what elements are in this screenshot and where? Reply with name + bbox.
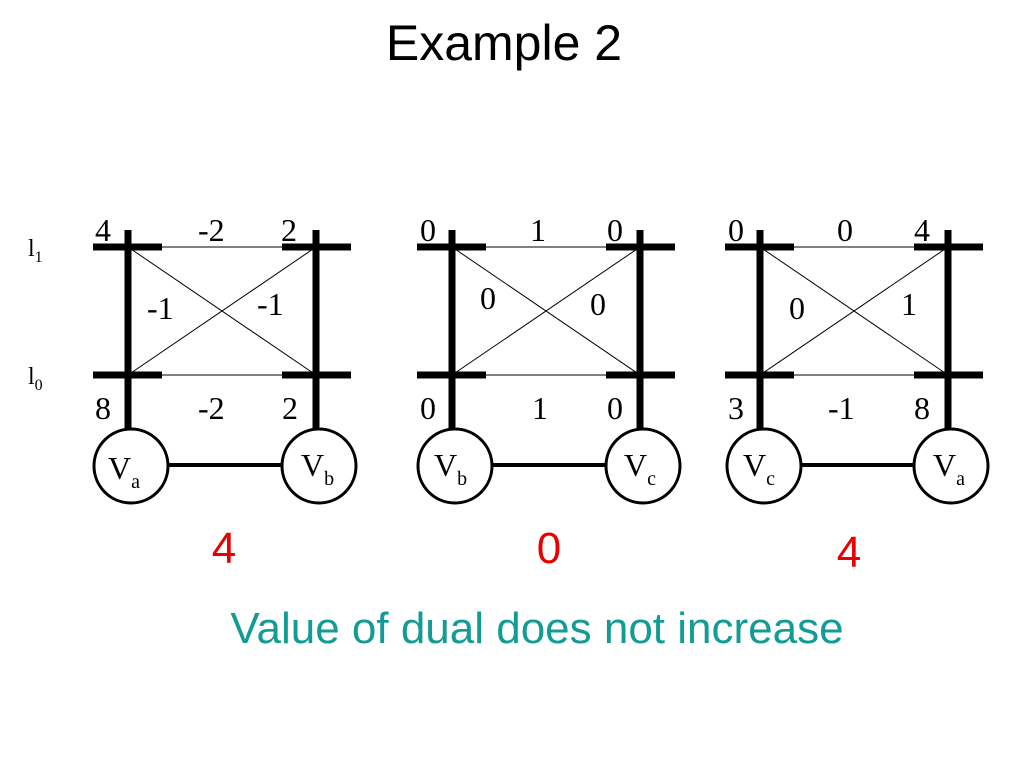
node-right-label: Vc	[624, 447, 656, 490]
node-right	[604, 427, 682, 505]
bottom-left-value: 3	[728, 390, 744, 426]
slide-title: Example 2	[385, 15, 623, 71]
node-left	[725, 427, 803, 505]
bottom-left-value: 8	[95, 390, 111, 426]
node-left	[92, 427, 170, 505]
diag-right-value: 0	[590, 286, 606, 322]
caption: Value of dual does not increase	[230, 604, 843, 653]
node-left-label: Va	[108, 450, 140, 493]
top-left-value: 4	[95, 212, 111, 248]
bottom-right-value: 2	[282, 390, 298, 426]
top-right-value: 4	[914, 212, 930, 248]
bottom-mid-value: -2	[198, 390, 225, 426]
node-right	[912, 427, 990, 505]
bottom-left-value: 0	[420, 390, 436, 426]
level-label-l1: l1	[28, 236, 43, 266]
bottom-mid-value: 1	[532, 390, 548, 426]
top-mid-value: 0	[837, 212, 853, 248]
diag-left-value: 0	[789, 290, 805, 326]
node-right-label: Vb	[301, 447, 334, 490]
level-label-l0: l0	[28, 364, 43, 394]
dual-value: 0	[537, 524, 561, 573]
panel-2: Vb Vc 0 1 0 0 0 0 1 0 0	[416, 212, 682, 573]
top-right-value: 0	[607, 212, 623, 248]
node-right-label: Va	[933, 447, 965, 490]
bottom-right-value: 0	[607, 390, 623, 426]
bottom-right-value: 8	[914, 390, 930, 426]
diag-left-value: 0	[480, 280, 496, 316]
dual-value: 4	[837, 528, 861, 577]
diag-right-value: 1	[901, 286, 917, 322]
dual-value: 4	[212, 524, 236, 573]
node-right	[280, 427, 358, 505]
top-left-value: 0	[420, 212, 436, 248]
node-left-label: Vc	[743, 447, 775, 490]
panel-1: Va Vb 4 -2 2 -1 -1 8 -2 2 4	[92, 212, 358, 573]
node-left-label: Vb	[434, 447, 467, 490]
node-left	[416, 427, 494, 505]
diagonal-edge	[127, 246, 317, 376]
diag-left-value: -1	[147, 290, 174, 326]
top-mid-value: -2	[198, 212, 225, 248]
top-right-value: 2	[281, 212, 297, 248]
diagonal-edge	[451, 246, 641, 376]
top-left-value: 0	[728, 212, 744, 248]
diag-right-value: -1	[257, 286, 284, 322]
diagonal-edge	[759, 246, 949, 376]
panel-3: Vc Va 0 0 4 0 1 3 -1 8 4	[725, 212, 990, 577]
bottom-mid-value: -1	[828, 390, 855, 426]
top-mid-value: 1	[530, 212, 546, 248]
